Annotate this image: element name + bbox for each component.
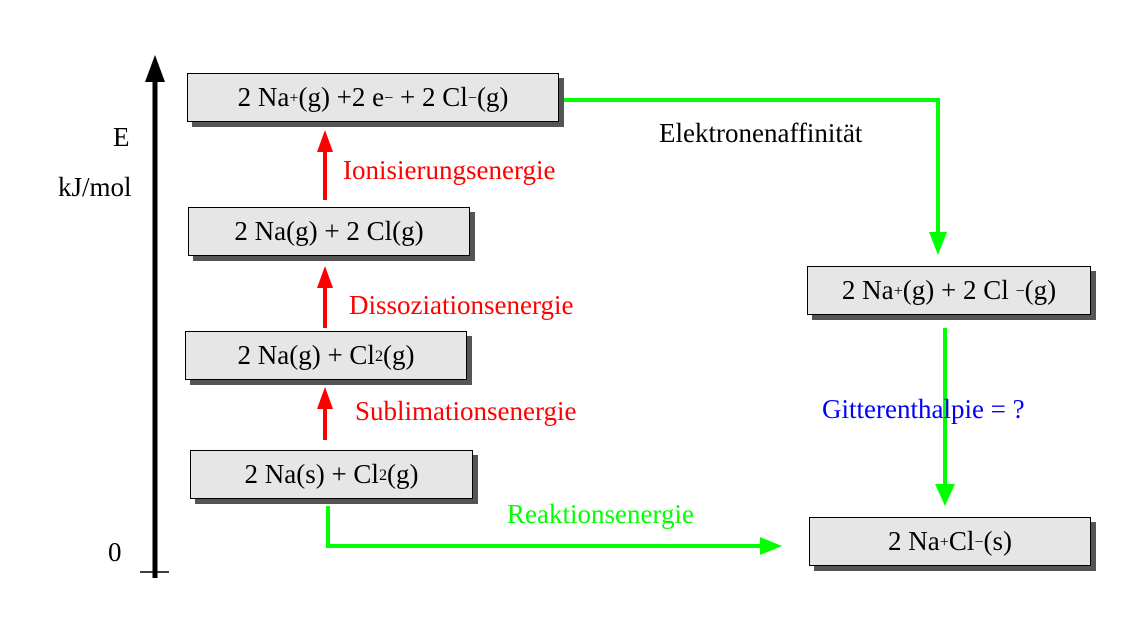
label-dissociation: Dissoziationsenergie: [349, 290, 574, 320]
formula-part: 2 Na: [237, 82, 290, 112]
axis-label-unit: kJ/mol: [58, 172, 132, 202]
electron-affinity-arrow: [563, 98, 947, 255]
formula-part: (g): [387, 459, 419, 489]
formula-part: (g): [1024, 275, 1057, 305]
label-sublimation: Sublimationsenergie: [355, 396, 577, 426]
formula-part: + 2 Cl: [393, 82, 468, 112]
sublimation-arrow: [317, 387, 333, 440]
ionization-arrow: [317, 130, 333, 200]
formula-part: Cl: [948, 526, 975, 556]
dissociation-arrow: [317, 266, 333, 328]
axis-label-energy: E: [113, 122, 130, 152]
formula-part: (g): [476, 82, 509, 112]
formula-part: 2 Na: [887, 526, 940, 556]
lattice-enthalpy-arrow: [935, 328, 955, 506]
formula-part: (g) +2 e: [298, 82, 385, 112]
level-atoms: 2 Na(g) + 2 Cl(g): [188, 207, 470, 256]
formula-part: 2 Na: [841, 275, 894, 305]
formula-part: 2 Na(g) + 2 Cl(g): [234, 216, 424, 246]
formula-part: (g): [383, 340, 415, 370]
label-reaction-energy: Reaktionsenergie: [507, 499, 694, 529]
level-ions-electrons: 2 Na+(g) +2 e− + 2 Cl−(g): [187, 73, 559, 122]
energy-axis: [140, 55, 169, 578]
reaction-energy-arrow: [326, 506, 782, 555]
level-ions-gas: 2 Na+(g) + 2 Cl −(g): [807, 266, 1091, 315]
formula-part: (s): [983, 526, 1013, 556]
axis-arrowhead-icon: [145, 55, 165, 82]
label-electron-affinity: Elektronenaffinität: [659, 118, 863, 148]
formula-part: 2 Na(g) + Cl: [237, 340, 375, 370]
formula-part: (g) + 2 Cl: [902, 275, 1016, 305]
label-lattice-enthalpy: Gitterenthalpie = ?: [822, 394, 1025, 424]
formula-part: 2 Na(s) + Cl: [244, 459, 379, 489]
level-nacl-solid: 2 Na+Cl−(s): [809, 517, 1091, 566]
axis-zero-label: 0: [108, 537, 122, 567]
label-ionization: Ionisierungsenergie: [343, 155, 556, 185]
